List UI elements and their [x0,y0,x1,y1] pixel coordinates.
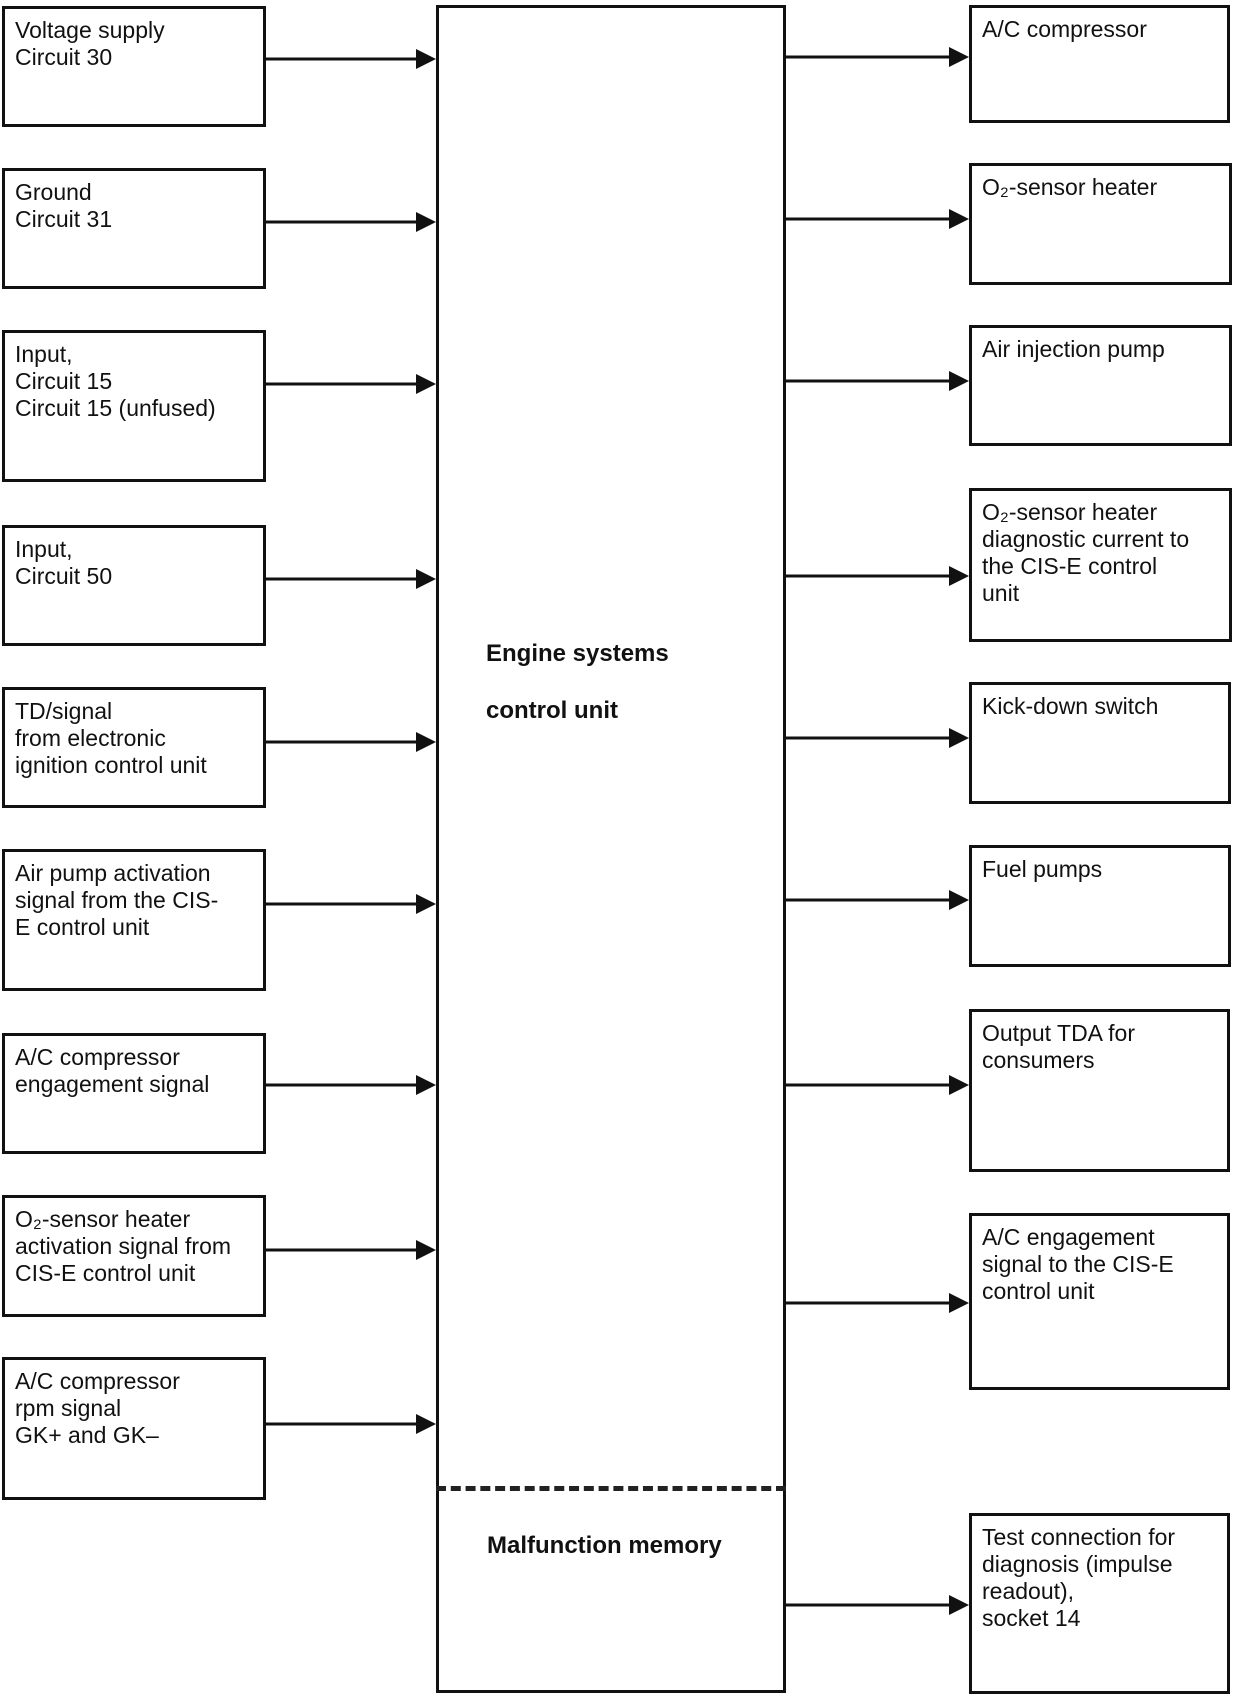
output-arrow-3 [786,371,969,391]
input-box-text-line: Ground [15,179,92,205]
control-unit-label-line2: control unit [486,697,618,724]
output-box-2: O₂-sensor heater [969,163,1232,285]
input-box-text-line: rpm signal [15,1395,122,1421]
output-arrow-7 [786,1075,969,1095]
input-box-text-line: Circuit 15 [15,368,113,394]
output-arrow-5 [786,728,969,748]
input-arrow-4 [266,569,436,589]
output-box-text-line: readout), [982,1578,1075,1604]
output-box-text-line: consumers [982,1047,1095,1073]
input-arrow-6 [266,894,436,914]
output-box-text-line: unit [982,580,1020,606]
output-box-text-line: O₂-sensor heater [982,174,1158,200]
input-box-text-line: Input, [15,341,73,367]
input-arrow-5 [266,732,436,752]
output-box-1: A/C compressor [969,5,1230,123]
output-box-text-line: the CIS-E control [982,553,1158,579]
input-arrow-7 [266,1075,436,1095]
malfunction-memory-label: Malfunction memory [487,1532,722,1559]
output-arrow-6 [786,890,969,910]
output-box-text-line: socket 14 [982,1605,1081,1631]
output-box-text-line: O₂-sensor heater [982,499,1158,525]
input-box-text-line: E control unit [15,914,150,940]
output-arrow-4 [786,566,969,586]
output-box-text-line: diagnostic current to [982,526,1190,552]
input-box-text-line: A/C compressor [15,1368,180,1394]
output-arrow-8 [786,1293,969,1313]
input-box-text-line: O₂-sensor heater [15,1206,191,1232]
output-box-text-line: Kick-down switch [982,693,1159,719]
output-box-text-line: diagnosis (impulse [982,1551,1173,1577]
output-box-text-line: control unit [982,1278,1095,1304]
output-arrow-1 [786,47,969,67]
input-box-text-line: GK+ and GK– [15,1422,159,1448]
input-box-text-line: Circuit 50 [15,563,113,589]
output-arrow-2 [786,209,969,229]
input-box-text-line: engagement signal [15,1071,210,1097]
input-box-text-line: from electronic [15,725,166,751]
output-box-text-line: Test connection for [982,1524,1176,1550]
input-arrow-3 [266,374,436,394]
input-box-text-line: Input, [15,536,73,562]
input-box-text-line: activation signal from [15,1233,232,1259]
output-box-text-line: A/C engagement [982,1224,1155,1250]
output-box-3: Air injection pump [969,325,1232,446]
output-box-6: Fuel pumps [969,845,1231,967]
output-box-text-line: Air injection pump [982,336,1165,362]
input-arrow-2 [266,212,436,232]
input-box-text-line: Voltage supply [15,17,165,43]
input-arrow-8 [266,1240,436,1260]
engine-systems-control-unit [436,5,786,1693]
input-box-text-line: A/C compressor [15,1044,180,1070]
input-arrow-1 [266,49,436,69]
malfunction-memory-divider [436,1486,786,1491]
input-box-text-line: Circuit 15 (unfused) [15,395,216,421]
input-box-text-line: Circuit 31 [15,206,113,232]
output-box-text-line: signal to the CIS-E [982,1251,1174,1277]
output-box-5: Kick-down switch [969,682,1231,804]
input-box-4: Input,Circuit 50 [2,525,266,646]
input-box-text-line: ignition control unit [15,752,207,778]
output-box-text-line: A/C compressor [982,16,1147,42]
input-box-text-line: Circuit 30 [15,44,113,70]
output-arrow-9 [786,1595,969,1615]
input-box-text-line: CIS-E control unit [15,1260,196,1286]
output-box-text-line: Fuel pumps [982,856,1103,882]
input-box-text-line: signal from the CIS- [15,887,219,913]
output-box-text-line: Output TDA for [982,1020,1135,1046]
input-arrow-9 [266,1414,436,1434]
input-box-text-line: Air pump activation [15,860,211,886]
input-box-text-line: TD/signal [15,698,113,724]
control-unit-label-line1: Engine systems [486,640,669,667]
